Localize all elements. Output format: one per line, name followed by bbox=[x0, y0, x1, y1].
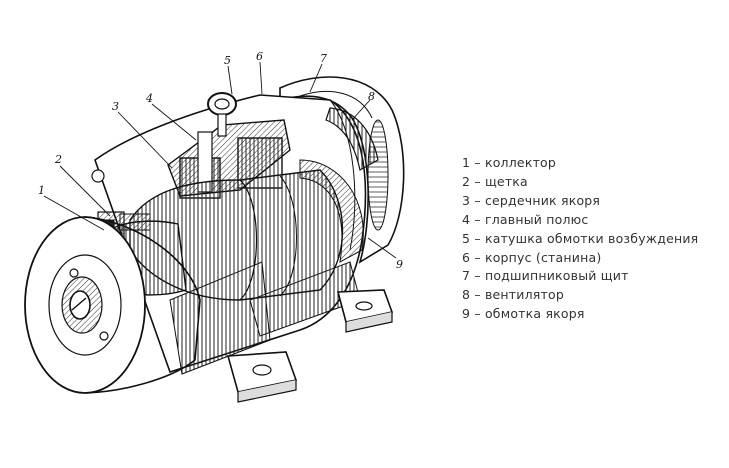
front-bearing-shield bbox=[24, 169, 201, 394]
callout-numbers: 1 2 3 4 5 6 7 8 9 bbox=[38, 50, 403, 271]
legend-item: 1 – коллектор bbox=[462, 155, 557, 170]
legend-item: 6 – корпус (станина) bbox=[462, 249, 602, 265]
callout-3: 3 bbox=[112, 100, 119, 113]
mounting-feet bbox=[226, 289, 394, 403]
callout-5: 5 bbox=[224, 54, 231, 67]
callout-7: 7 bbox=[320, 52, 327, 65]
legend-item: 2 – щетка bbox=[462, 173, 528, 189]
fan bbox=[325, 107, 379, 171]
legend-item: 7 – подшипниковый щит bbox=[462, 268, 629, 284]
lifting-eye-bolt bbox=[207, 92, 237, 137]
callout-4: 4 bbox=[145, 92, 153, 105]
callout-8: 8 bbox=[368, 90, 375, 103]
leader-lines bbox=[43, 61, 397, 259]
callout-6: 6 bbox=[256, 50, 263, 63]
callout-9: 9 bbox=[396, 258, 403, 271]
legend-item: 5 – катушка обмотки возбуждения bbox=[462, 230, 699, 246]
legend-item: 8 – вентилятор bbox=[462, 287, 564, 303]
callout-2: 2 bbox=[54, 153, 62, 166]
legend-item: 3 – сердечник якоря bbox=[462, 192, 601, 208]
callout-1: 1 bbox=[38, 184, 45, 197]
parts-legend: 1 – коллектор 2 – щетка 3 – сердечник як… bbox=[462, 154, 698, 324]
legend-item: 4 – главный полюс bbox=[462, 211, 589, 227]
legend-item: 9 – обмотка якоря bbox=[462, 306, 585, 322]
